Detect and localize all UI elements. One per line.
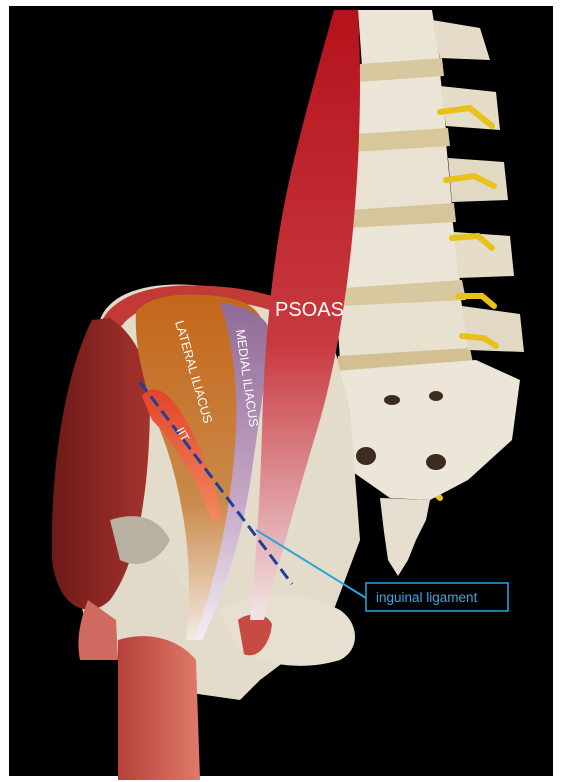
inguinal-ligament-label: inguinal ligament bbox=[376, 590, 478, 605]
psoas-label: PSOAS bbox=[275, 299, 344, 321]
femur-shaft bbox=[118, 636, 200, 780]
